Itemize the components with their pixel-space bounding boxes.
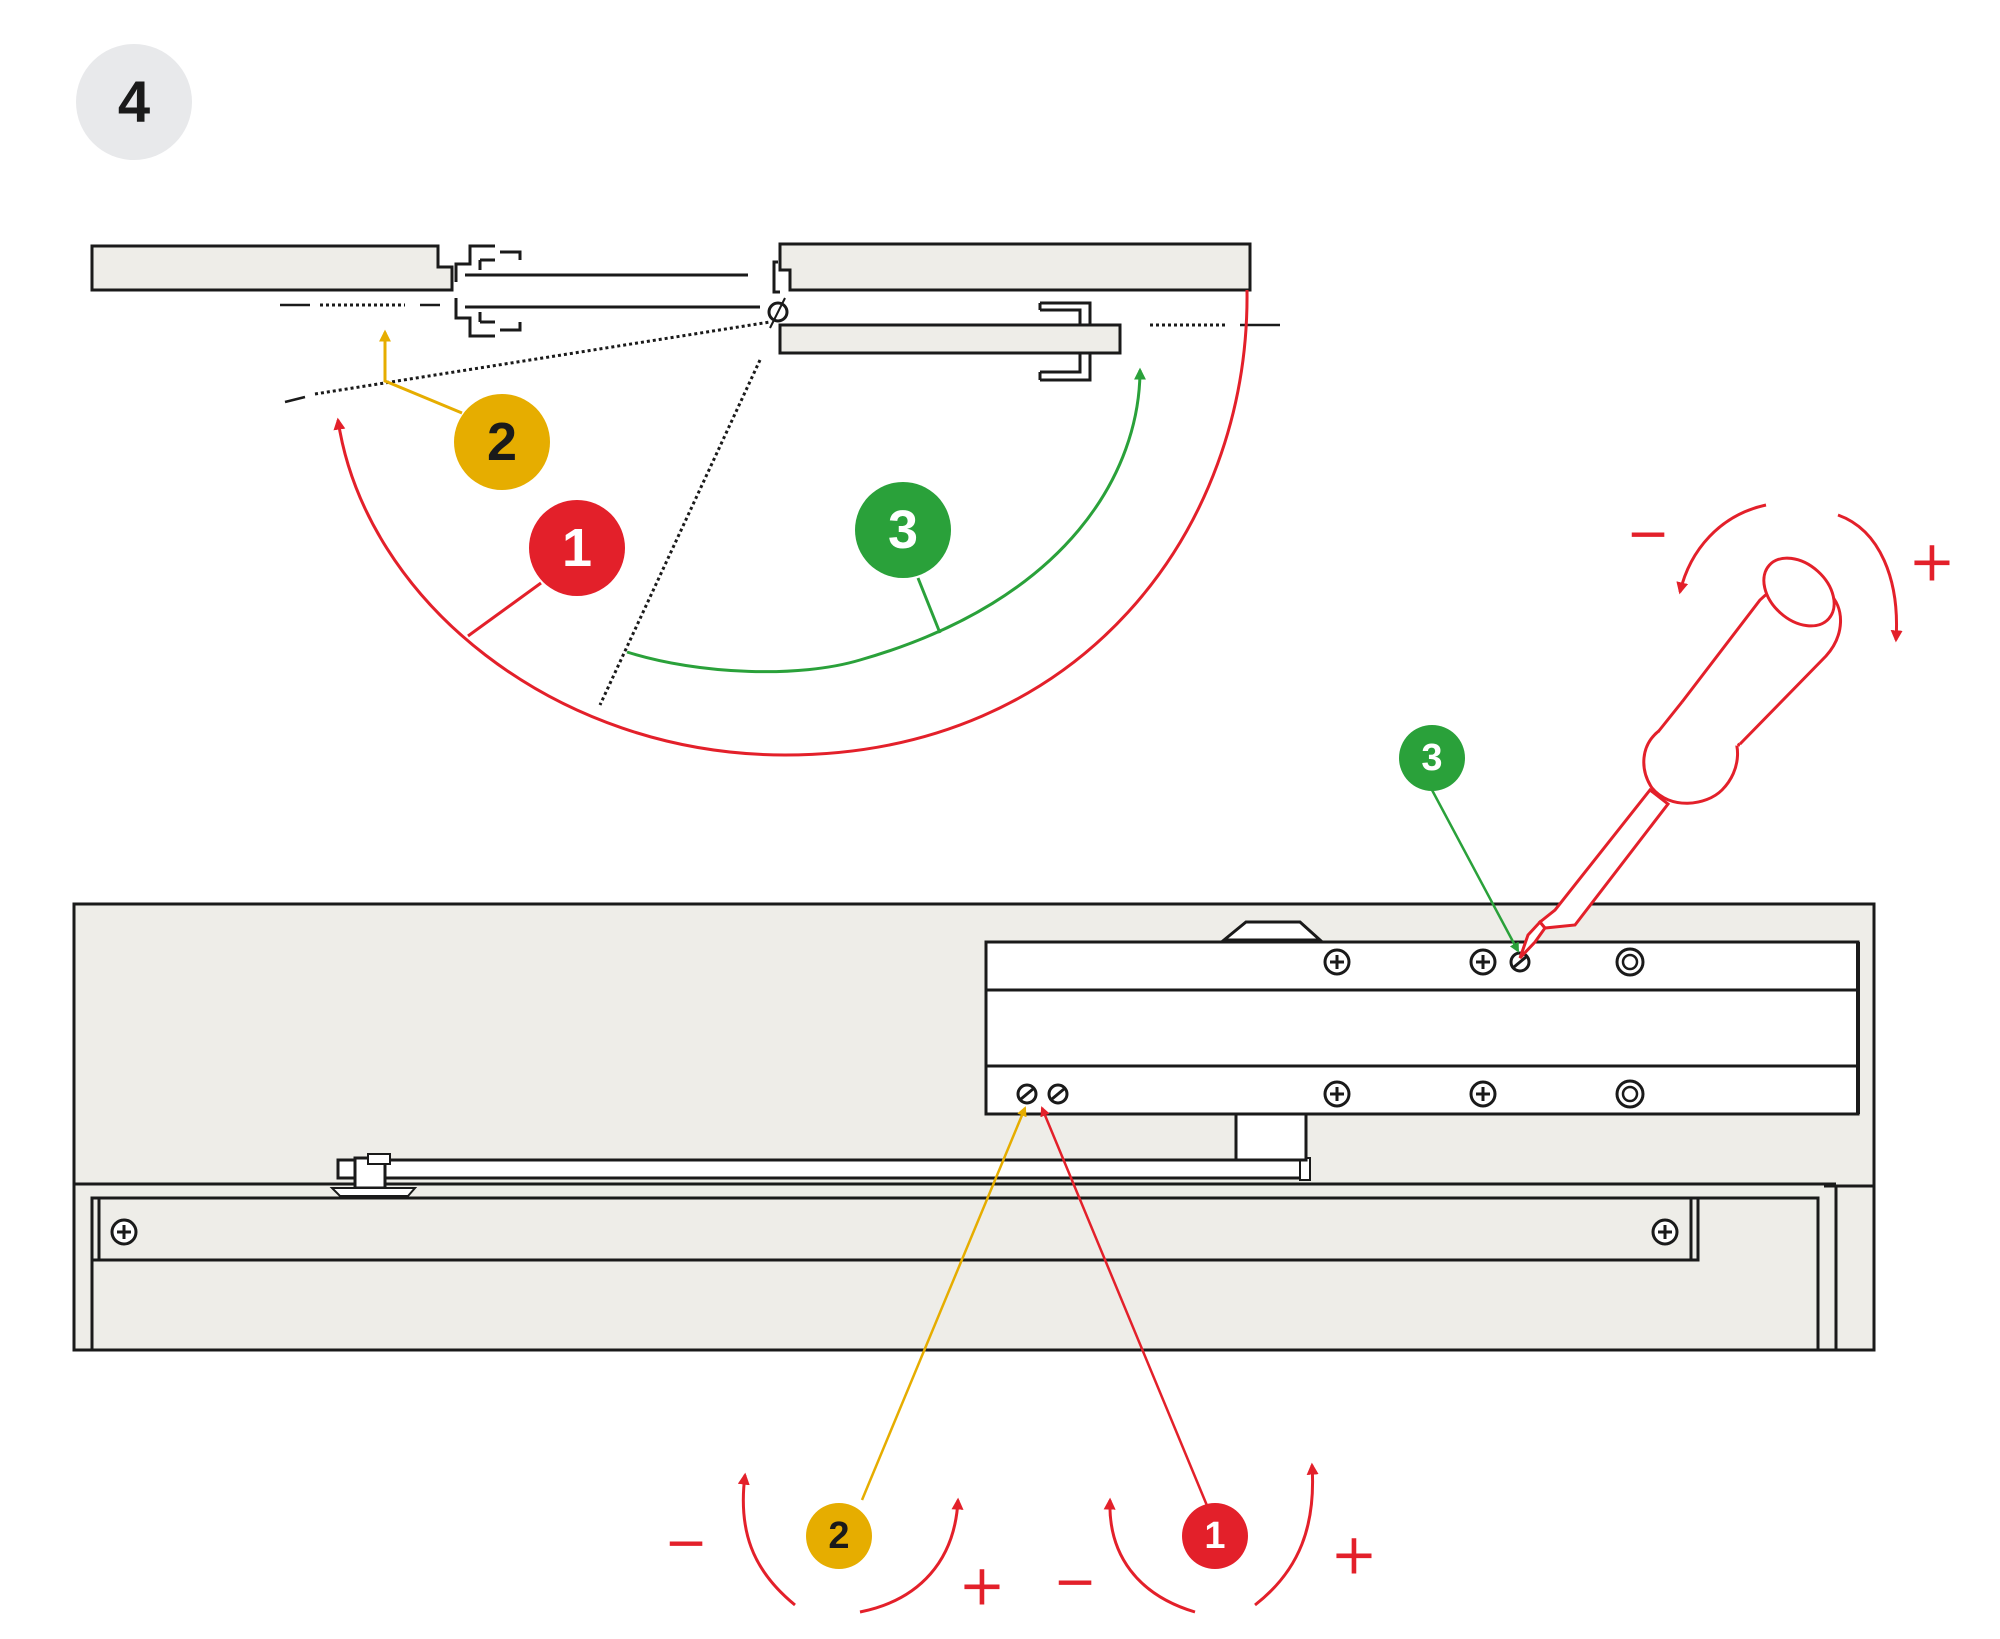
closer-arm xyxy=(336,1158,1310,1180)
phillips-screw-icon xyxy=(1323,948,1351,976)
callout-2-badge: 2 xyxy=(454,394,550,490)
phillips-screw-icon xyxy=(1651,1218,1679,1246)
closer-body-plan xyxy=(778,323,1122,355)
increase-sign: + xyxy=(1331,1523,1378,1588)
closing-speed-arc xyxy=(333,289,1249,757)
valve-2-screw-icon xyxy=(1016,1083,1038,1105)
valve-1-screw-icon xyxy=(1047,1083,1069,1105)
door-frame xyxy=(90,244,454,292)
latch-speed-leader xyxy=(379,329,463,415)
phillips-screw-icon xyxy=(1469,1080,1497,1108)
step-number: 4 xyxy=(118,70,150,135)
door-leaf xyxy=(778,242,1252,292)
track-plate xyxy=(90,1196,1700,1262)
closer-front-view xyxy=(72,902,1876,1352)
callout-1-label: 1 xyxy=(562,518,592,578)
callout-1-badge: 1 xyxy=(529,500,625,596)
increase-sign: + xyxy=(959,1554,1006,1619)
valve-ring-icon xyxy=(1615,1079,1645,1109)
valve-2-label: 2 xyxy=(828,1515,849,1557)
valve-2-adjuster: − + 2 xyxy=(664,1472,1006,1619)
phillips-screw-icon xyxy=(110,1218,138,1246)
valve-ring-icon xyxy=(1615,947,1645,977)
valve-1-adjuster: − + 1 xyxy=(1053,1462,1378,1614)
decrease-sign: − xyxy=(664,1513,708,1573)
decrease-sign: − xyxy=(1053,1552,1097,1612)
callout-3-label: 3 xyxy=(888,500,918,560)
step-badge: 4 xyxy=(76,44,192,160)
closer-shaft-cap xyxy=(1219,920,1324,942)
valve-1-label: 1 xyxy=(1204,1515,1225,1557)
hinge-bracket-top xyxy=(454,244,522,282)
valve-3-rotation-arrows: − + xyxy=(1626,503,1956,643)
screwdriver-icon xyxy=(1518,556,1842,960)
increase-sign: + xyxy=(1909,530,1956,595)
callout-2-label: 2 xyxy=(487,412,517,472)
valve-3-label: 3 xyxy=(1421,737,1442,779)
opening-brake-arc xyxy=(626,367,1146,674)
callout-3-badge: 3 xyxy=(855,482,951,578)
phillips-screw-icon xyxy=(1323,1080,1351,1108)
hinge-bracket-bottom xyxy=(454,298,522,338)
phillips-screw-icon xyxy=(1469,948,1497,976)
closer-body xyxy=(984,940,1860,1116)
decrease-sign: − xyxy=(1626,504,1670,564)
door-plan-view: 1 2 3 xyxy=(90,242,1280,757)
valve-3-badge: 3 xyxy=(1399,725,1465,791)
